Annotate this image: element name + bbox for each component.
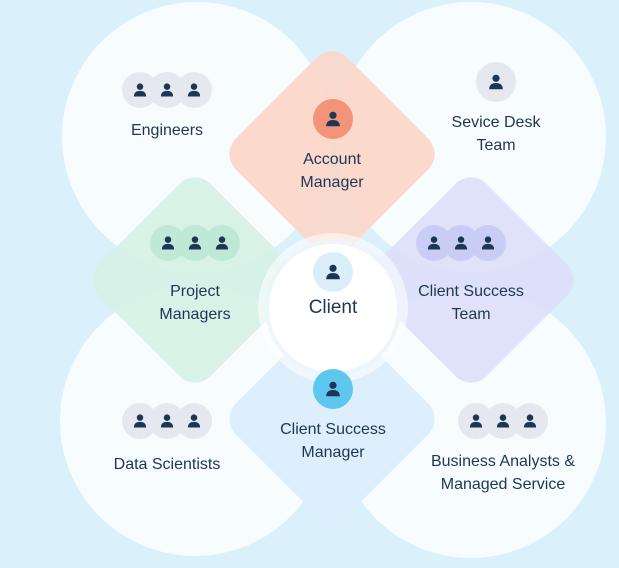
data-scientists-icon-group [122,403,212,439]
person-icon [177,225,213,261]
person-icon [149,72,185,108]
service-desk-person-icon [476,62,516,102]
client-success-manager-person-icon [313,369,353,409]
client-success-team-icon-group [416,225,506,261]
person-icon [149,403,185,439]
project-managers-icon-group [150,225,240,261]
data-scientists-label: Data Scientists [113,456,221,473]
engineers-icon-group [122,72,212,108]
person-icon [485,403,521,439]
client-person-icon [313,252,353,292]
client-label: Client [308,297,358,318]
engineers-label: Engineers [130,122,204,139]
business-analysts-icon-group [458,403,548,439]
person-icon [443,225,479,261]
account-manager-person-icon [313,99,353,139]
business-analysts-label: Business Analysts &Managed Service [430,453,576,493]
